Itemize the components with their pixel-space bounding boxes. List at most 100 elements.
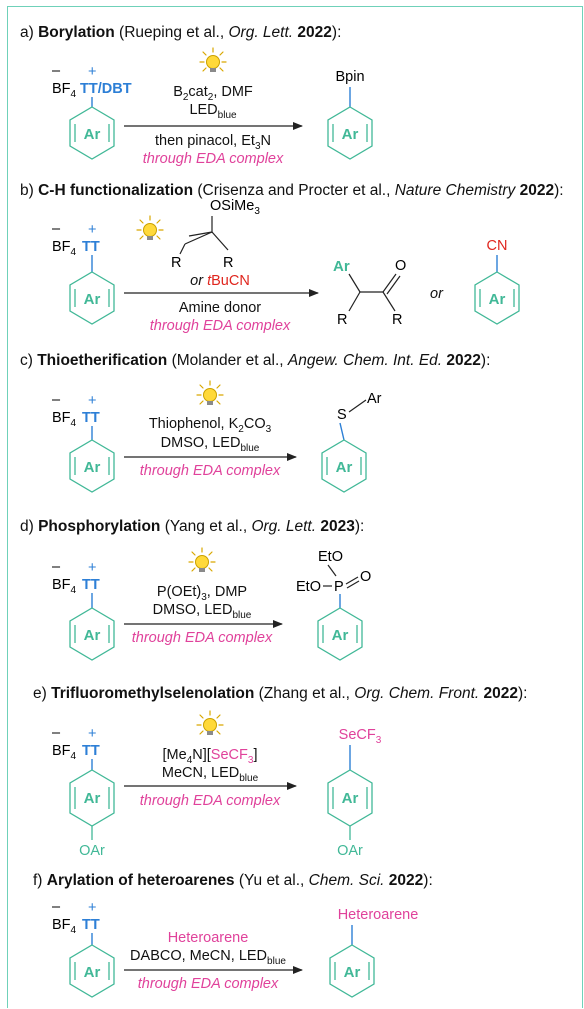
section-c-product: S Ar Ar — [321, 391, 382, 493]
lightbulb-icon — [196, 710, 224, 736]
svg-text:OAr: OAr — [79, 843, 105, 859]
svg-text:Ar: Ar — [344, 964, 361, 981]
svg-text:Ar: Ar — [84, 126, 101, 143]
svg-text:TT: TT — [82, 917, 100, 933]
svg-text:–: – — [52, 899, 61, 915]
section-d-starting-material: – BF4 + TT Ar — [52, 559, 115, 661]
svg-text:–: – — [52, 392, 61, 408]
section-c-eda-label: through EDA complex — [140, 463, 281, 479]
section-a-starting-material: – BF4 + TT/DBT Ar — [52, 63, 132, 160]
section-f-condition-1: Heteroarene — [168, 930, 249, 946]
svg-text:SeCF3: SeCF3 — [339, 727, 382, 746]
svg-text:OSiMe3: OSiMe3 — [210, 198, 260, 217]
section-c-condition-2: DMSO, LEDblue — [161, 435, 260, 454]
section-a-eda-label: through EDA complex — [143, 151, 284, 167]
section-b-or: or — [430, 286, 444, 302]
svg-text:–: – — [52, 221, 61, 237]
section-e-eda-label: through EDA complex — [140, 793, 281, 809]
section-b-enolsilane: OSiMe3 R R — [171, 198, 260, 271]
svg-text:–: – — [52, 725, 61, 741]
svg-text:TT: TT — [82, 577, 100, 593]
section-a-condition-2: LEDblue — [189, 102, 237, 121]
section-b-heading: b) C-H functionalization (Crisenza and P… — [20, 182, 564, 199]
section-e-condition-1: [Me4N][SeCF3] — [163, 747, 258, 766]
section-e-heading: e) Trifluoromethylselenolation (Zhang et… — [33, 685, 527, 702]
svg-text:BF4: BF4 — [52, 743, 77, 762]
svg-text:BF4: BF4 — [52, 410, 77, 429]
section-d-condition-1: P(OEt)3, DMP — [157, 584, 247, 603]
section-d-eda-label: through EDA complex — [132, 630, 273, 646]
svg-text:Ar: Ar — [333, 258, 350, 275]
svg-text:BF4: BF4 — [52, 81, 77, 100]
svg-text:BF4: BF4 — [52, 577, 77, 596]
svg-text:Ar: Ar — [84, 291, 101, 308]
svg-text:Ar: Ar — [342, 790, 359, 807]
svg-text:Ar: Ar — [332, 627, 349, 644]
svg-text:EtO: EtO — [296, 579, 321, 595]
svg-text:–: – — [52, 559, 61, 575]
section-e-product: SeCF3 Ar OAr — [327, 727, 382, 859]
svg-text:R: R — [223, 255, 233, 271]
section-b-condition-2: Amine donor — [179, 300, 261, 316]
svg-text:Ar: Ar — [84, 459, 101, 476]
section-c-heading: c) Thioetherification (Molander et al., … — [20, 352, 490, 369]
svg-text:BF4: BF4 — [52, 917, 77, 936]
figure-frame — [7, 6, 583, 1008]
svg-text:O: O — [395, 258, 406, 274]
svg-text:BF4: BF4 — [52, 239, 77, 258]
section-b-nitrile-product: CN Ar — [474, 238, 520, 325]
svg-text:P: P — [334, 579, 344, 595]
section-a-product: Bpin Ar — [327, 69, 373, 160]
svg-text:OAr: OAr — [337, 843, 363, 859]
svg-text:TT/DBT: TT/DBT — [80, 81, 132, 97]
section-f-starting-material: – BF4 + TT Ar — [52, 899, 115, 998]
svg-text:EtO: EtO — [318, 549, 343, 565]
section-d-product: EtO EtO P O Ar — [296, 549, 371, 661]
section-f-product: Heteroarene Ar — [329, 907, 419, 998]
svg-text:+: + — [88, 393, 96, 409]
svg-text:O: O — [360, 569, 371, 585]
section-d-heading: d) Phosphorylation (Yang et al., Org. Le… — [20, 518, 364, 535]
section-c-starting-material: – BF4 + TT Ar — [52, 392, 115, 493]
lightbulb-icon — [188, 547, 216, 573]
lightbulb-icon — [199, 47, 227, 73]
section-a-heading: a) Borylation (Rueping et al., Org. Lett… — [20, 24, 341, 41]
svg-text:Bpin: Bpin — [335, 69, 364, 85]
svg-text:CN: CN — [487, 238, 508, 254]
section-e-starting-material: – BF4 + TT Ar OAr — [52, 725, 115, 859]
lightbulb-icon — [196, 380, 224, 406]
section-a-condition-1: B2cat2, DMF — [173, 84, 253, 103]
section-c-condition-1: Thiophenol, K2CO3 — [149, 416, 272, 435]
svg-text:+: + — [88, 222, 96, 238]
svg-text:Ar: Ar — [336, 459, 353, 476]
svg-text:R: R — [171, 255, 181, 271]
section-b-condition-1: or tBuCN — [190, 273, 250, 289]
svg-text:TT: TT — [82, 239, 100, 255]
section-e-condition-2: MeCN, LEDblue — [162, 765, 259, 784]
section-f-condition-2: DABCO, MeCN, LEDblue — [130, 948, 286, 967]
section-b-ketone-product: Ar O R R — [333, 258, 406, 328]
svg-text:Ar: Ar — [84, 964, 101, 981]
section-b-eda-label: through EDA complex — [150, 318, 291, 334]
lightbulb-icon — [136, 215, 164, 241]
section-f-heading: f) Arylation of heteroarenes (Yu et al.,… — [33, 872, 433, 889]
svg-text:Ar: Ar — [342, 126, 359, 143]
svg-text:Heteroarene: Heteroarene — [338, 907, 419, 923]
svg-text:+: + — [88, 726, 96, 742]
section-d-condition-2: DMSO, LEDblue — [153, 602, 252, 621]
svg-text:TT: TT — [82, 743, 100, 759]
svg-text:S: S — [337, 407, 347, 423]
svg-text:Ar: Ar — [489, 291, 506, 308]
svg-text:+: + — [88, 560, 96, 576]
svg-text:R: R — [337, 312, 347, 328]
svg-text:Ar: Ar — [367, 391, 382, 407]
svg-text:Ar: Ar — [84, 790, 101, 807]
svg-text:Ar: Ar — [84, 627, 101, 644]
section-f-eda-label: through EDA complex — [138, 976, 279, 992]
svg-text:–: – — [52, 63, 61, 79]
svg-text:TT: TT — [82, 410, 100, 426]
section-a-condition-3: then pinacol, Et3N — [155, 133, 271, 152]
svg-text:+: + — [88, 900, 96, 916]
svg-text:R: R — [392, 312, 402, 328]
